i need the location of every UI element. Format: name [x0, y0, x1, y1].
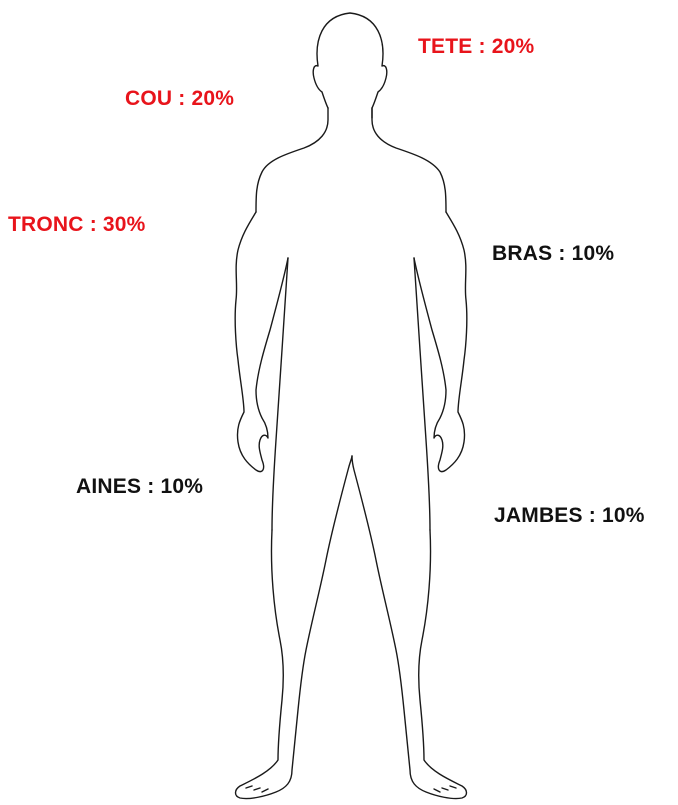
right-toes: [434, 786, 456, 792]
label-jambes: JAMBES : 10%: [494, 505, 645, 526]
right-leg-outline: [352, 456, 467, 799]
neck-shoulder-left: [256, 108, 328, 212]
right-arm-outline: [414, 212, 467, 472]
left-arm-outline: [235, 212, 288, 472]
left-leg-outline: [236, 456, 353, 799]
label-tete: TETE : 20%: [418, 36, 534, 57]
label-aines: AINES : 10%: [76, 476, 203, 497]
label-bras: BRAS : 10%: [492, 243, 614, 264]
torso-right-side: [414, 258, 430, 530]
neck-shoulder-right: [372, 108, 446, 212]
label-tronc: TRONC : 30%: [8, 214, 146, 235]
head-outline: [313, 13, 387, 118]
left-toes: [246, 786, 268, 792]
torso-left-side: [272, 258, 288, 530]
label-cou: COU : 20%: [125, 88, 234, 109]
